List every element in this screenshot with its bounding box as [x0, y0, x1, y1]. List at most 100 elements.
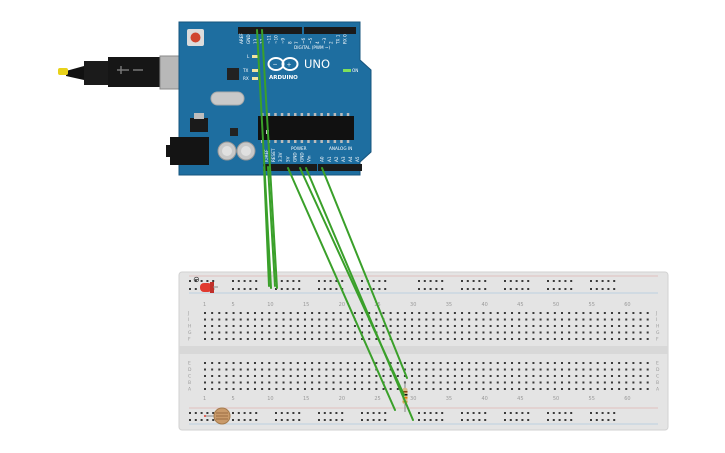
rail-hole — [509, 288, 512, 290]
terminal-hole — [382, 375, 385, 377]
rail-hole — [378, 419, 381, 421]
terminal-hole — [225, 388, 228, 390]
terminal-hole — [318, 381, 321, 384]
terminal-hole — [603, 338, 606, 340]
terminal-hole — [311, 338, 314, 340]
terminal-hole — [311, 325, 314, 327]
column-number: 40 — [481, 396, 487, 402]
bottom-pin-label: A1 — [327, 156, 332, 162]
terminal-hole — [525, 375, 528, 377]
power-header — [263, 164, 317, 171]
terminal-hole — [610, 312, 613, 314]
terminal-hole — [411, 318, 414, 321]
terminal-hole — [532, 312, 535, 314]
terminal-hole — [204, 325, 206, 327]
rail-hole — [527, 412, 530, 414]
terminal-hole — [589, 362, 592, 364]
wire-header-drop-1 — [263, 166, 270, 287]
terminal-hole — [389, 312, 392, 314]
terminal-hole — [282, 331, 285, 334]
rail-hole — [423, 288, 426, 290]
terminal-hole — [453, 381, 456, 384]
top-pin-label: ~6 — [301, 37, 306, 44]
terminal-hole — [482, 388, 485, 390]
column-number: 55 — [589, 302, 595, 308]
terminal-hole — [382, 331, 385, 334]
terminal-hole — [518, 338, 521, 340]
terminal-hole — [546, 375, 549, 377]
terminal-hole — [610, 318, 613, 321]
terminal-hole — [225, 381, 228, 384]
top-pin-label: 4 — [315, 41, 320, 44]
terminal-hole — [275, 375, 278, 377]
column-number: 10 — [267, 302, 273, 308]
terminal-hole — [553, 312, 556, 314]
top-pin-label: ~11 — [267, 35, 272, 44]
rail-hole — [472, 412, 475, 414]
terminal-hole — [375, 325, 378, 327]
terminal-hole — [346, 325, 349, 327]
terminal-hole — [518, 381, 521, 384]
terminal-hole — [303, 338, 306, 340]
terminal-hole — [489, 388, 492, 390]
terminal-hole — [446, 325, 449, 327]
terminal-hole — [461, 312, 464, 314]
rail-hole — [527, 280, 530, 282]
terminal-hole — [518, 331, 521, 334]
terminal-hole — [518, 325, 521, 327]
rail-hole — [504, 419, 506, 421]
terminal-hole — [575, 375, 578, 377]
column-number: 10 — [267, 396, 273, 402]
terminal-hole — [639, 388, 642, 390]
terminal-hole — [282, 388, 285, 390]
terminal-hole — [582, 312, 585, 314]
terminal-hole — [411, 381, 414, 384]
rail-hole — [243, 412, 246, 414]
terminal-hole — [239, 331, 242, 334]
terminal-hole — [339, 312, 342, 314]
rail-hole — [478, 280, 481, 282]
terminal-hole — [361, 368, 364, 371]
terminal-hole — [332, 318, 335, 321]
terminal-hole — [239, 312, 242, 314]
bottom-pin-label: A4 — [348, 156, 353, 162]
rail-hole — [323, 412, 326, 414]
rail-hole — [206, 419, 209, 421]
resistor-band-2 — [402, 394, 408, 396]
row-letter: I — [656, 317, 657, 323]
rail-hole — [423, 412, 426, 414]
row-letter: B — [656, 380, 659, 386]
terminal-hole — [546, 368, 549, 371]
usb-cable — [58, 55, 199, 90]
terminal-hole — [403, 312, 406, 314]
terminal-hole — [225, 375, 228, 377]
terminal-hole — [432, 375, 435, 377]
terminal-hole — [268, 318, 271, 321]
rail-hole — [607, 412, 610, 414]
terminal-hole — [453, 325, 456, 327]
terminal-hole — [489, 325, 492, 327]
terminal-hole — [396, 318, 399, 321]
terminal-hole — [503, 331, 506, 334]
led-l-label: L — [247, 54, 250, 59]
rail-hole — [552, 419, 555, 421]
terminal-hole — [589, 325, 592, 327]
terminal-hole — [353, 362, 356, 364]
terminal-hole — [346, 362, 349, 364]
rail-hole — [466, 288, 469, 290]
terminal-hole — [446, 312, 449, 314]
terminal-hole — [411, 368, 414, 371]
rail-hole — [206, 412, 209, 414]
rail-hole — [429, 280, 432, 282]
terminal-hole — [311, 381, 314, 384]
terminal-hole — [418, 388, 421, 390]
terminal-hole — [482, 318, 485, 321]
terminal-hole — [468, 362, 471, 364]
rail-hole — [461, 419, 463, 421]
terminal-hole — [418, 362, 421, 364]
terminal-hole — [511, 338, 514, 340]
terminal-hole — [396, 331, 399, 334]
rail-hole — [435, 288, 438, 290]
